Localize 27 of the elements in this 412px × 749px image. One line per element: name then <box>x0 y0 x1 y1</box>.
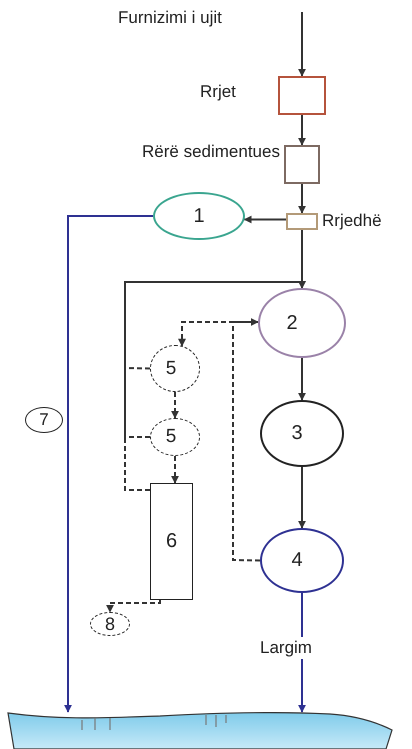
unit-label: Rrjedhë <box>322 210 382 232</box>
arrow <box>64 215 153 713</box>
tank-circle: 4 <box>260 528 344 593</box>
dashed-arrow <box>124 280 306 491</box>
dashed-arrow <box>232 318 260 562</box>
tank-circle: 5 <box>150 345 200 392</box>
dashed-arrow <box>124 280 306 438</box>
tank-circle: 8 <box>90 612 130 636</box>
arrow <box>298 115 306 146</box>
arrow <box>244 216 286 224</box>
unit-label: Rërë sedimentues <box>142 141 280 163</box>
tank-circle: 1 <box>153 192 245 240</box>
tank-circle: 7 <box>25 407 63 433</box>
arrow <box>298 184 306 214</box>
tank-circle: 5 <box>150 418 200 456</box>
tank-rectangle: 6 <box>150 483 193 600</box>
dashed-arrow <box>171 392 179 419</box>
dashed-arrow <box>171 456 179 484</box>
edge-label: Largim <box>258 637 314 659</box>
flow-label: Furnizimi i ujit <box>118 7 222 29</box>
arrow <box>298 358 306 401</box>
unit-label: Rrjet <box>200 81 236 103</box>
arrow <box>298 467 306 529</box>
arrow <box>298 12 306 77</box>
dashed-arrow <box>106 600 161 613</box>
tank-circle: 3 <box>260 400 344 467</box>
tank-circle: 2 <box>258 288 346 358</box>
